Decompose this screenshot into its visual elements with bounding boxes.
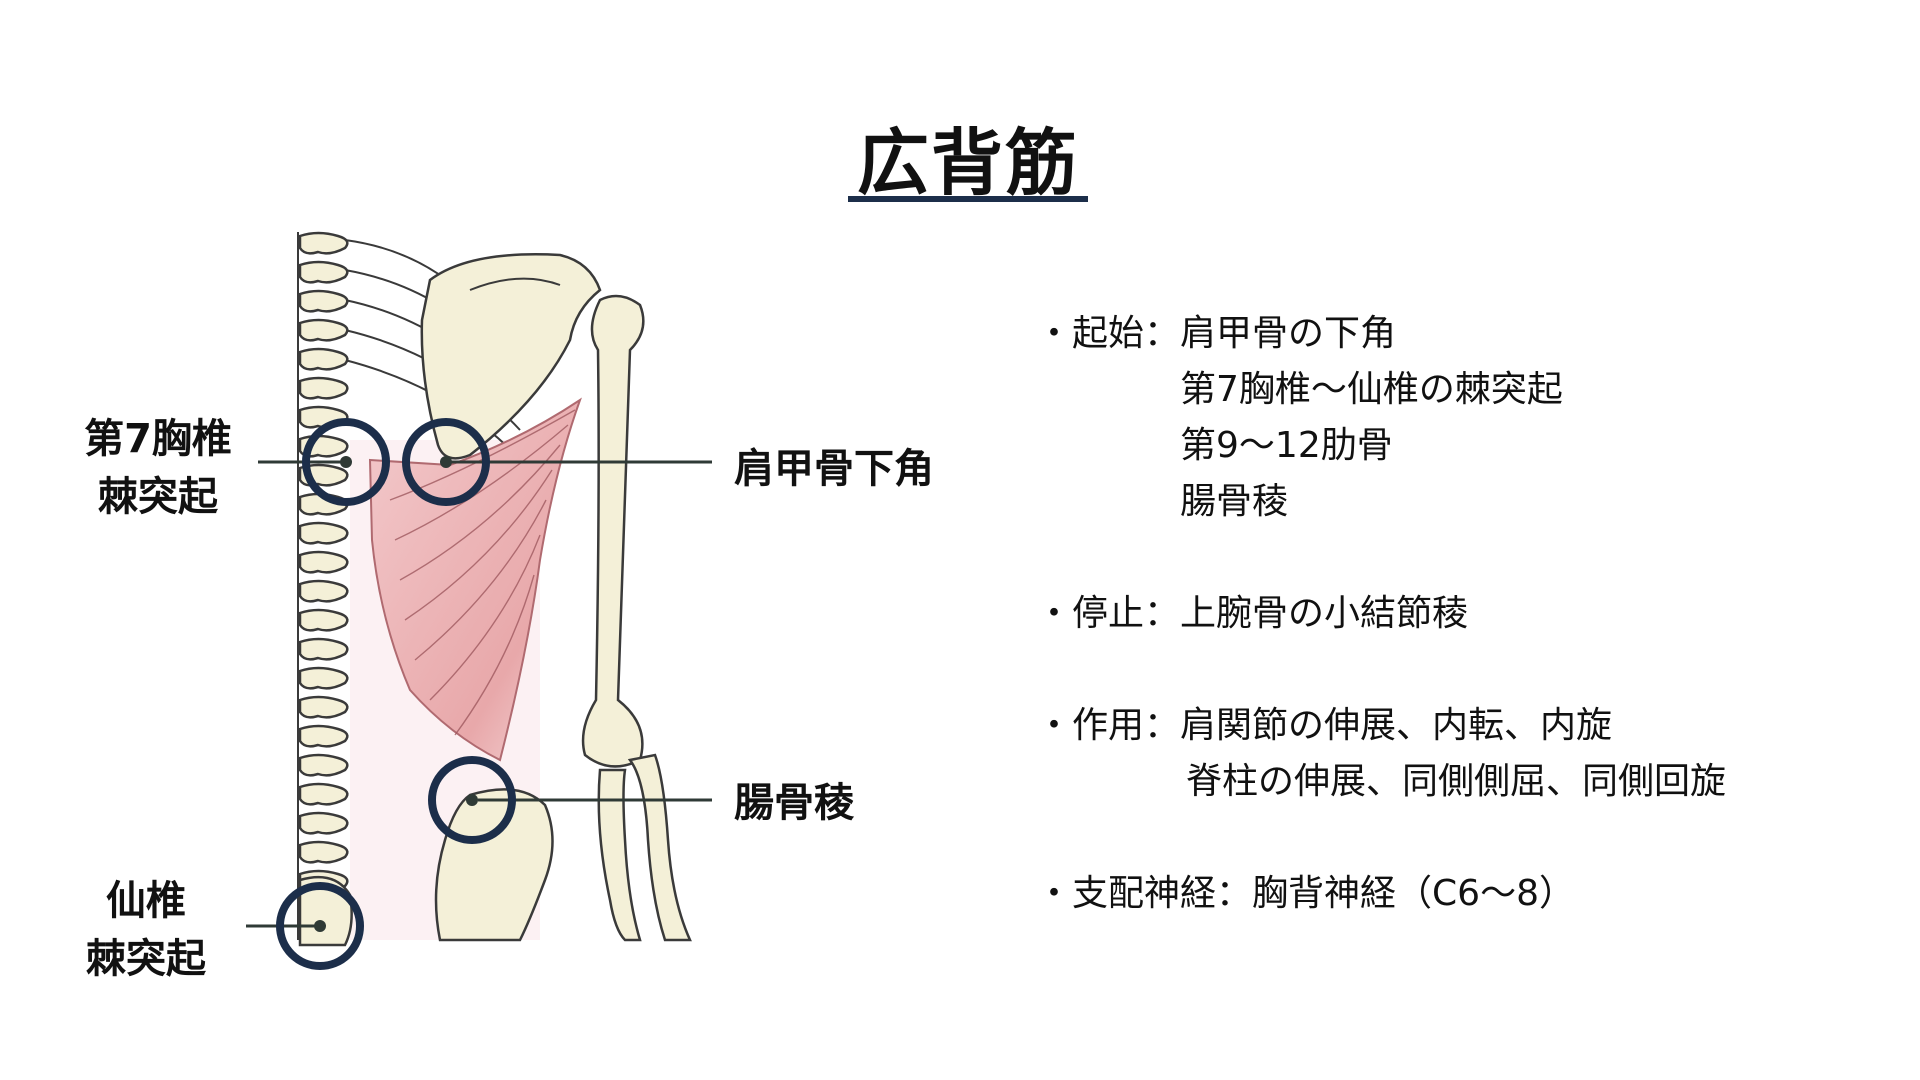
bullet: ・ [1036,593,1073,634]
muscle-info-panel: ・ 起始 ： 肩甲骨の下角 第7胸椎〜仙椎の棘突起 第9〜12肋骨 腸骨稜 ・ … [1036,306,1726,978]
page-title: 広背筋 [856,121,1079,205]
vertebra [298,579,349,603]
colon: ： [1144,593,1181,634]
colon: ： [1144,313,1181,354]
origin-line: 第9〜12肋骨 [1180,425,1393,466]
label-iliac-crest: 腸骨稜 [734,780,854,826]
vertebra [298,608,349,632]
vertebra [298,260,349,284]
bullet: ・ [1036,705,1073,746]
target-dot-sacral [314,920,326,932]
bullet: ・ [1036,313,1073,354]
vertebral-column [297,231,349,940]
insertion-line: 上腕骨の小結節稜 [1180,593,1469,634]
action-line: 脊柱の伸展、同側側屈、同側回旋 [1186,761,1727,802]
vertebra [298,811,349,835]
label-sacral-spinous-process: 仙椎 棘突起 [60,872,232,988]
insertion-term: 停止 [1072,593,1145,634]
muscle-fibers [389,409,576,736]
scapula-bone [420,253,602,460]
label-sacral-line1: 仙椎 [106,878,186,924]
insertion-section: ・ 停止 ： 上腕骨の小結節稜 [1036,586,1726,642]
innervation-term: 支配神経 [1072,873,1217,914]
label-t7-spinous-process: 第7胸椎 棘突起 [72,410,244,526]
target-dot-iliac-crest [466,794,478,806]
title-underline [848,196,1088,202]
action-term: 作用 [1072,705,1145,746]
target-circle-sacral [276,882,364,970]
target-circle-scapula-angle [402,418,490,506]
colon: ： [1216,873,1253,914]
origin-line: 肩甲骨の下角 [1180,313,1397,354]
action-line: 肩関節の伸展、内転、内旋 [1180,705,1613,746]
vertebra [298,695,349,719]
target-circle-iliac-crest [428,756,516,844]
vertebra [298,231,349,255]
vertebra [298,376,349,400]
vertebra [298,782,349,806]
label-t7-line1: 第7胸椎 [84,416,232,462]
vertebra [298,637,349,661]
vertebra [298,318,349,342]
vertebra [298,753,349,777]
origin-line: 腸骨稜 [1180,481,1289,522]
label-sacral-line2: 棘突起 [86,936,206,982]
target-dot-scapula-angle [440,456,452,468]
vertebra [298,840,349,864]
target-dot-t7 [340,456,352,468]
innervation-section: ・ 支配神経 ： 胸背神経（C6〜8） [1036,866,1726,922]
vertebra [298,521,349,545]
action-section: ・ 作用 ： 肩関節の伸展、内転、内旋 脊柱の伸展、同側側屈、同側回旋 [1036,698,1726,810]
origin-section: ・ 起始 ： 肩甲骨の下角 第7胸椎〜仙椎の棘突起 第9〜12肋骨 腸骨稜 [1036,306,1726,530]
origin-line: 第7胸椎〜仙椎の棘突起 [1180,369,1563,410]
radius-bone [597,768,642,942]
vertebra [298,289,349,313]
vertebra [298,550,349,574]
target-circle-t7 [302,418,390,506]
vertebra [298,666,349,690]
bullet: ・ [1036,873,1073,914]
label-t7-line2: 棘突起 [98,474,218,520]
ulna-bone [627,753,692,942]
vertebra [298,724,349,748]
innervation-line: 胸背神経（C6〜8） [1252,873,1575,914]
humerus-bone [581,294,645,768]
colon: ： [1144,705,1181,746]
origin-term: 起始 [1072,313,1145,354]
vertebra [298,347,349,371]
label-scapula-inferior-angle: 肩甲骨下角 [734,446,934,492]
